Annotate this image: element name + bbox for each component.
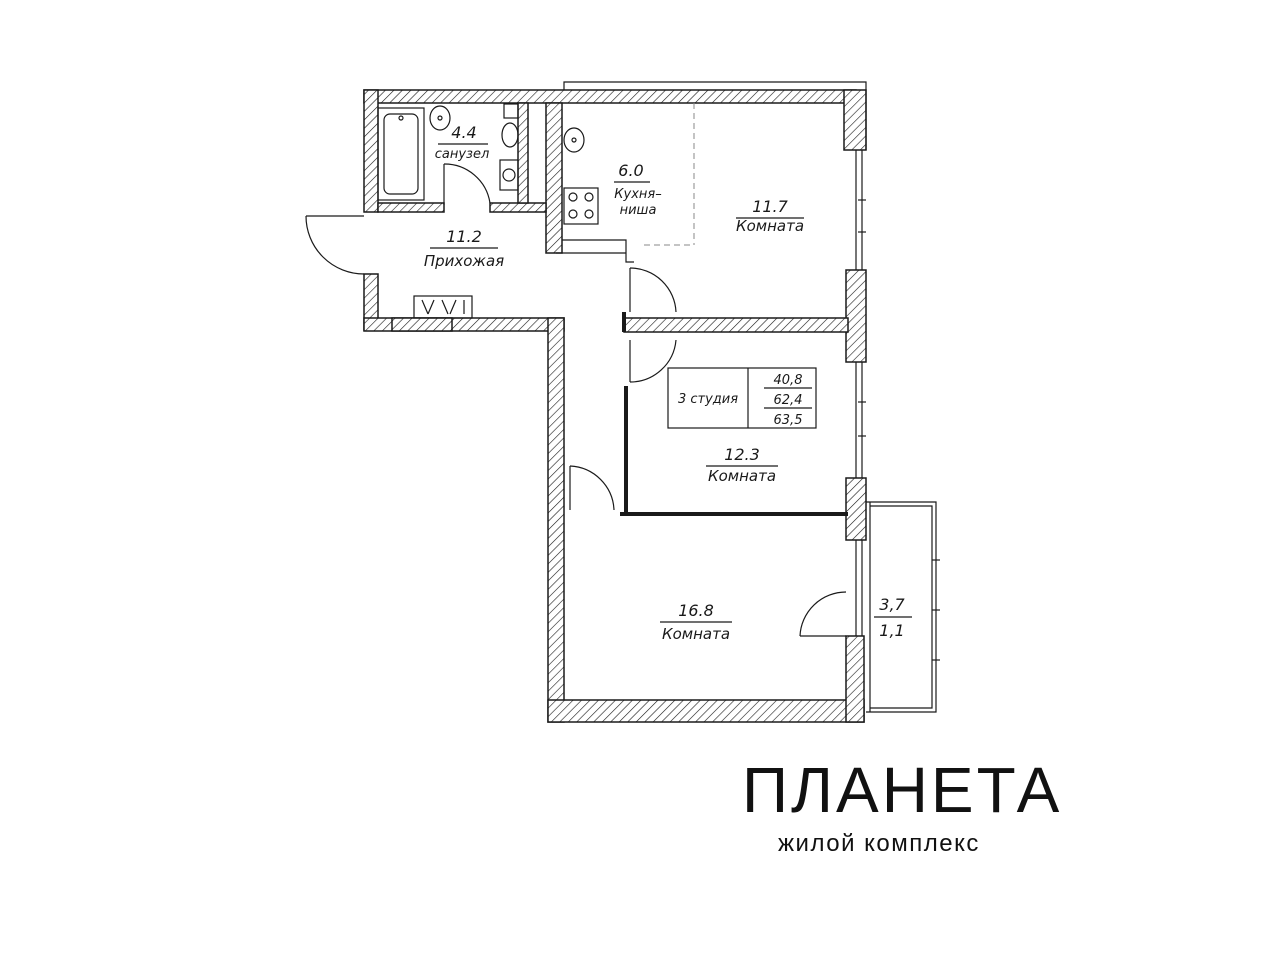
wall-long-left — [547, 317, 565, 723]
balcony — [866, 501, 940, 713]
apartment-info-table: 3 студия 40,8 62,4 63,5 — [667, 367, 817, 429]
wall-room-partition — [623, 317, 849, 333]
balcony-area: 3,7 — [879, 595, 905, 614]
brand-subtitle: жилой комплекс — [778, 830, 980, 857]
toilet-icon — [503, 103, 519, 119]
room-labels: 4.4 санузел 6.0 Кухня– ниша 11.7 Комната… — [424, 123, 912, 643]
room-top-door[interactable] — [629, 267, 677, 313]
room-big-door[interactable] — [569, 465, 615, 511]
wall-right-1 — [845, 269, 867, 363]
room-mid-area: 12.3 — [724, 445, 760, 464]
wall-right-2 — [845, 477, 867, 541]
hallway-name: Прихожая — [424, 252, 504, 270]
doors — [305, 163, 847, 637]
outlines — [556, 81, 867, 636]
living-area: 40,8 — [774, 373, 803, 388]
wall-hall-nook — [391, 317, 453, 332]
wall-right-3 — [845, 635, 865, 723]
room-top-area: 11.7 — [752, 197, 788, 216]
apartment-type: 3 студия — [678, 392, 738, 407]
kitchen-sink-icon — [563, 127, 585, 153]
bathtub-icon — [377, 107, 425, 201]
bathroom-name: санузел — [435, 147, 490, 162]
wardrobe-icon — [413, 295, 473, 319]
fixtures — [377, 103, 599, 319]
wall-top-left — [363, 89, 857, 104]
wall-kitchen-left — [545, 102, 563, 254]
wall-bath-left — [363, 89, 379, 213]
brand-title: ПЛАНЕТА — [742, 754, 1063, 826]
wall-bath-inner — [517, 102, 529, 204]
bathroom-area: 4.4 — [451, 123, 476, 142]
kitchen-name-2: ниша — [620, 203, 657, 218]
bathroom-door[interactable] — [443, 163, 491, 204]
hallway-area: 11.2 — [446, 227, 482, 246]
wall-bath-bottom-b — [489, 202, 547, 213]
balcony-reduced-area: 1,1 — [879, 621, 904, 640]
balcony-door[interactable] — [799, 591, 847, 637]
wall-bottom — [547, 699, 865, 723]
room-mid-name: Комната — [708, 467, 776, 485]
walls — [363, 89, 867, 723]
stove-icon — [563, 187, 599, 225]
total-with-balcony: 63,5 — [774, 413, 803, 428]
room-mid-door[interactable] — [629, 339, 677, 383]
total-area: 62,4 — [774, 393, 803, 408]
wall-top-right — [843, 89, 867, 151]
room-big-name: Комната — [662, 625, 730, 643]
wall-bath-bottom-a — [377, 202, 445, 213]
washing-machine-icon — [499, 159, 519, 191]
kitchen-area: 6.0 — [618, 161, 643, 180]
room-big-area: 16.8 — [678, 601, 714, 620]
sink-icon — [429, 105, 451, 131]
kitchen-name-1: Кухня– — [614, 187, 661, 202]
room-top-name: Комната — [736, 217, 804, 235]
